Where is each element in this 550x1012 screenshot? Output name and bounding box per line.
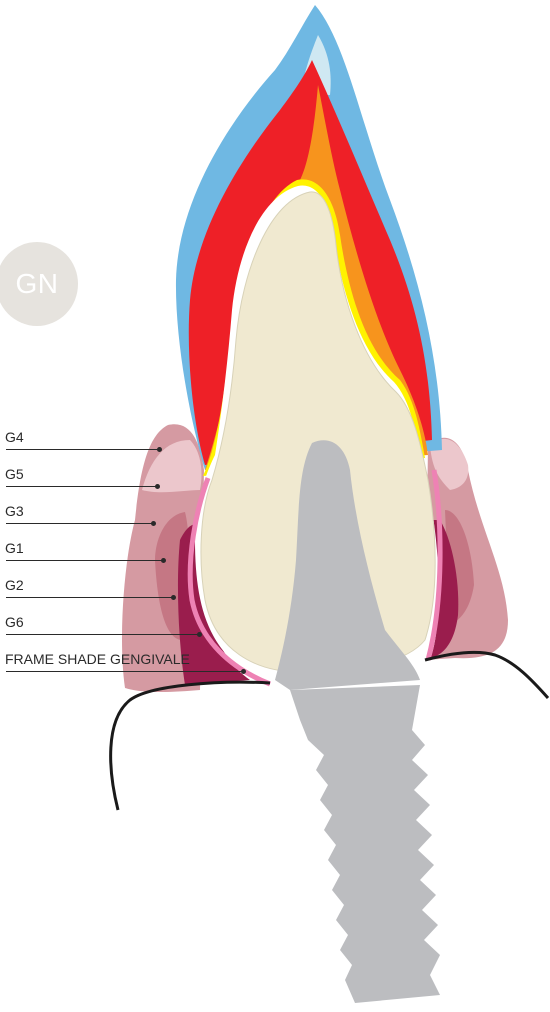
leader-dot-g2 [171, 595, 176, 600]
label-g1-text: G1 [5, 540, 24, 556]
implant-screw [290, 685, 440, 1003]
leader-dot-g4 [157, 447, 162, 452]
label-g4-text: G4 [5, 429, 24, 445]
leader-g5 [6, 486, 158, 487]
leader-g6 [6, 634, 200, 635]
label-g6-text: G6 [5, 614, 24, 630]
leader-dot-frame-shade [241, 669, 246, 674]
label-g3-text: G3 [5, 503, 24, 519]
leader-dot-g3 [151, 521, 156, 526]
label-g2-text: G2 [5, 577, 24, 593]
leader-dot-g6 [197, 632, 202, 637]
leader-g4 [6, 449, 160, 450]
leader-g1 [6, 560, 164, 561]
label-frame-shade-text: FRAME SHADE GENGIVALE [5, 651, 190, 667]
gum-outline-left [111, 682, 270, 810]
label-g5-text: G5 [5, 466, 24, 482]
leader-g2 [6, 597, 174, 598]
leader-dot-g1 [161, 558, 166, 563]
leader-g3 [6, 523, 154, 524]
leader-frame-shade [6, 671, 244, 672]
leader-dot-g5 [155, 484, 160, 489]
gn-badge-text: GN [16, 268, 59, 300]
gum-outline-right [425, 652, 548, 698]
